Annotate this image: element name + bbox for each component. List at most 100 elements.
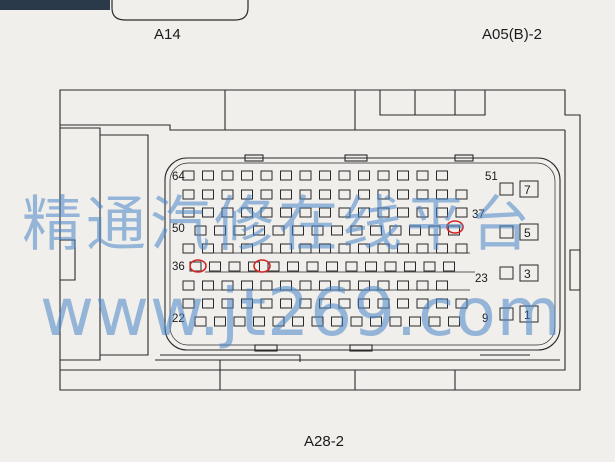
pin-cavity: [448, 316, 460, 327]
pin-cavity: [345, 261, 358, 272]
side-pin-label-3: 3: [524, 267, 531, 281]
pin-cavity: [280, 207, 292, 218]
pin-cavity: [267, 261, 280, 272]
pin-cavity: [233, 316, 246, 327]
side-pin-label-5: 5: [524, 226, 531, 240]
pin-cavity: [404, 261, 416, 272]
side-pin-cavity: [499, 266, 514, 280]
top-bar-fragment: [0, 0, 110, 10]
pin-cavity: [202, 243, 214, 254]
highlight-pin-36-row-a: [189, 259, 207, 273]
pin-cavity: [389, 316, 402, 327]
pin-cavity: [397, 298, 409, 309]
pin-cavity: [384, 261, 397, 272]
pin-cavity: [182, 280, 195, 291]
pin-cavity: [194, 316, 207, 327]
pin-cavity: [272, 225, 285, 236]
label-a05b2: A05(B)-2: [482, 26, 542, 43]
pin-cavity: [428, 316, 441, 327]
pin-cavity: [416, 207, 429, 218]
pin-cavity: [338, 189, 351, 200]
pin-label-36: 36: [172, 261, 185, 273]
pin-cavity: [241, 207, 253, 218]
highlight-pin-36-row-b: [253, 259, 271, 273]
pin-cavity: [370, 225, 382, 236]
pin-cavity: [455, 189, 468, 200]
pin-cavity: [428, 225, 441, 236]
side-pin-box: [519, 223, 539, 241]
side-pin-box: [519, 305, 539, 323]
pin-cavity: [377, 170, 390, 181]
pin-cavity: [338, 207, 351, 218]
pin-cavity: [233, 225, 246, 236]
pin-cavity: [311, 225, 324, 236]
pin-cavity: [241, 170, 253, 181]
pin-cavity: [389, 225, 402, 236]
label-a14: A14: [154, 26, 181, 43]
pin-cavity: [280, 298, 292, 309]
pin-cavity: [221, 207, 234, 218]
pin-cavity: [280, 170, 292, 181]
pin-cavity: [409, 225, 421, 236]
pin-cavity: [292, 225, 304, 236]
pin-cavity: [299, 298, 312, 309]
pin-cavity: [397, 189, 409, 200]
pin-cavity: [221, 298, 234, 309]
pin-cavity: [358, 189, 370, 200]
label-a28-2: A28-2: [304, 433, 344, 450]
pin-cavity: [182, 207, 195, 218]
pin-cavity: [443, 261, 455, 272]
pin-cavity: [202, 189, 214, 200]
pin-cavity: [416, 170, 429, 181]
side-pin-label-7: 7: [524, 183, 531, 197]
pin-cavity: [260, 189, 273, 200]
pin-cavity: [182, 243, 195, 254]
pin-cavity: [416, 298, 429, 309]
pin-cavity: [299, 170, 312, 181]
pin-cavity: [409, 316, 421, 327]
pin-cavity: [182, 189, 195, 200]
pin-cavity: [299, 189, 312, 200]
pin-cavity: [436, 189, 448, 200]
pin-cavity: [260, 170, 273, 181]
pin-cavity: [319, 170, 331, 181]
side-pin-cavity: [499, 182, 514, 196]
pin-cavity: [253, 225, 265, 236]
pin-cavity: [287, 261, 299, 272]
pin-cavity: [326, 261, 338, 272]
pin-cavity: [299, 207, 312, 218]
pin-label-22: 22: [172, 313, 185, 325]
highlight-marks: [189, 220, 464, 273]
pin-cavity: [358, 298, 370, 309]
side-pin-cavity: [499, 307, 514, 321]
pin-cavity: [338, 298, 351, 309]
pin-cavity: [253, 316, 265, 327]
pin-cavity: [194, 225, 207, 236]
pin-cavity: [331, 316, 343, 327]
watermark-chinese: 精通汽修在线平台: [22, 190, 534, 260]
pin-cavity: [280, 189, 292, 200]
pin-cavity: [292, 316, 304, 327]
pin-cavity: [248, 261, 260, 272]
pin-cavity: [241, 298, 253, 309]
pin-label-9: 9: [482, 313, 488, 325]
pin-cavity: [397, 207, 409, 218]
pin-cavity: [455, 207, 468, 218]
pin-cavity: [350, 316, 363, 327]
pin-cavity: [350, 225, 363, 236]
pin-cavity: [260, 207, 273, 218]
pin-cavity: [319, 189, 331, 200]
pin-cavity: [214, 316, 226, 327]
pin-cavity: [202, 298, 214, 309]
pin-cavity: [397, 170, 409, 181]
pin-cavity: [182, 170, 195, 181]
pin-label-64: 64: [172, 171, 185, 183]
pin-cavity: [319, 298, 331, 309]
pin-cavity: [436, 207, 448, 218]
watermark-url: www.jt269.com: [40, 274, 562, 351]
pin-cavity: [272, 316, 285, 327]
pin-cavity: [358, 170, 370, 181]
pin-cavity: [436, 170, 448, 181]
